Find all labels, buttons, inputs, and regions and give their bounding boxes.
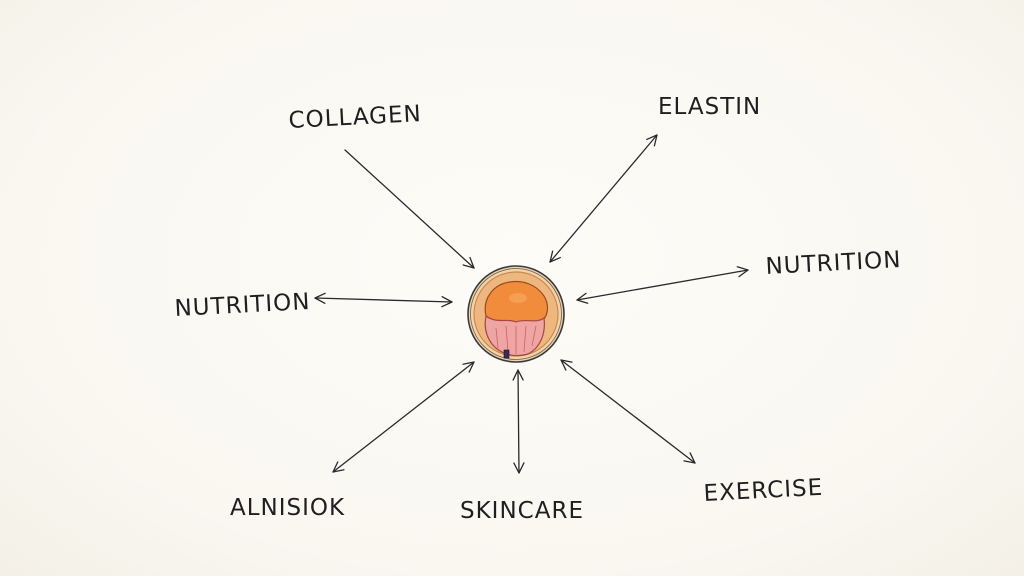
skin-cross-section-icon: [467, 265, 565, 363]
node-label-nutrition-right: NUTRITION: [765, 247, 902, 280]
arrow-exercise: [560, 359, 696, 464]
node-label-skincare: SKINCARE: [460, 498, 584, 524]
arrow-elastin: [549, 134, 658, 263]
arrow-skincare: [512, 369, 525, 474]
node-label-nutrition-left: NUTRITION: [174, 289, 311, 322]
node-label-alnisiok: ALNISIOK: [230, 495, 345, 521]
arrow-nutrition-left: [314, 292, 453, 308]
node-label-exercise: EXERCISE: [703, 475, 824, 507]
arrow-nutrition-right: [576, 266, 749, 304]
node-label-elastin: ELASTIN: [658, 94, 761, 120]
arrow-alnisiok: [332, 361, 475, 473]
node-label-collagen: COLLAGEN: [288, 101, 422, 134]
arrow-collagen: [344, 149, 475, 269]
